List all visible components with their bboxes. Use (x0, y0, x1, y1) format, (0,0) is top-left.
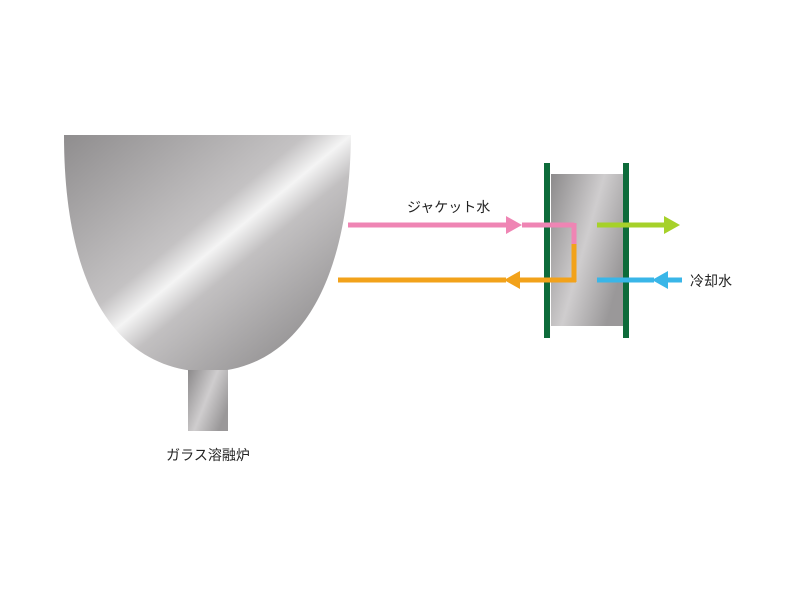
exchanger-plate-left (544, 163, 550, 338)
cooling-water-line (596, 216, 682, 289)
furnace-outlet (188, 370, 228, 431)
jacket-water-supply-line (348, 216, 577, 246)
cooling-water-label: 冷却水 (690, 274, 732, 290)
furnace-body (64, 135, 351, 372)
furnace-label: ガラス溶融炉 (166, 448, 250, 464)
cooling-in-arrowhead (652, 271, 668, 289)
cooling-out-arrowhead (664, 216, 680, 234)
jacket-supply-arrowhead (506, 216, 522, 234)
jacket-return-arrowhead (504, 271, 520, 289)
heat-exchanger (544, 163, 629, 338)
jacket-water-return-line (338, 244, 577, 289)
jacket-water-label: ジャケット水 (407, 200, 490, 216)
glass-melting-furnace (64, 135, 351, 431)
exchanger-core (551, 174, 623, 326)
exchanger-plate-right (623, 163, 629, 338)
